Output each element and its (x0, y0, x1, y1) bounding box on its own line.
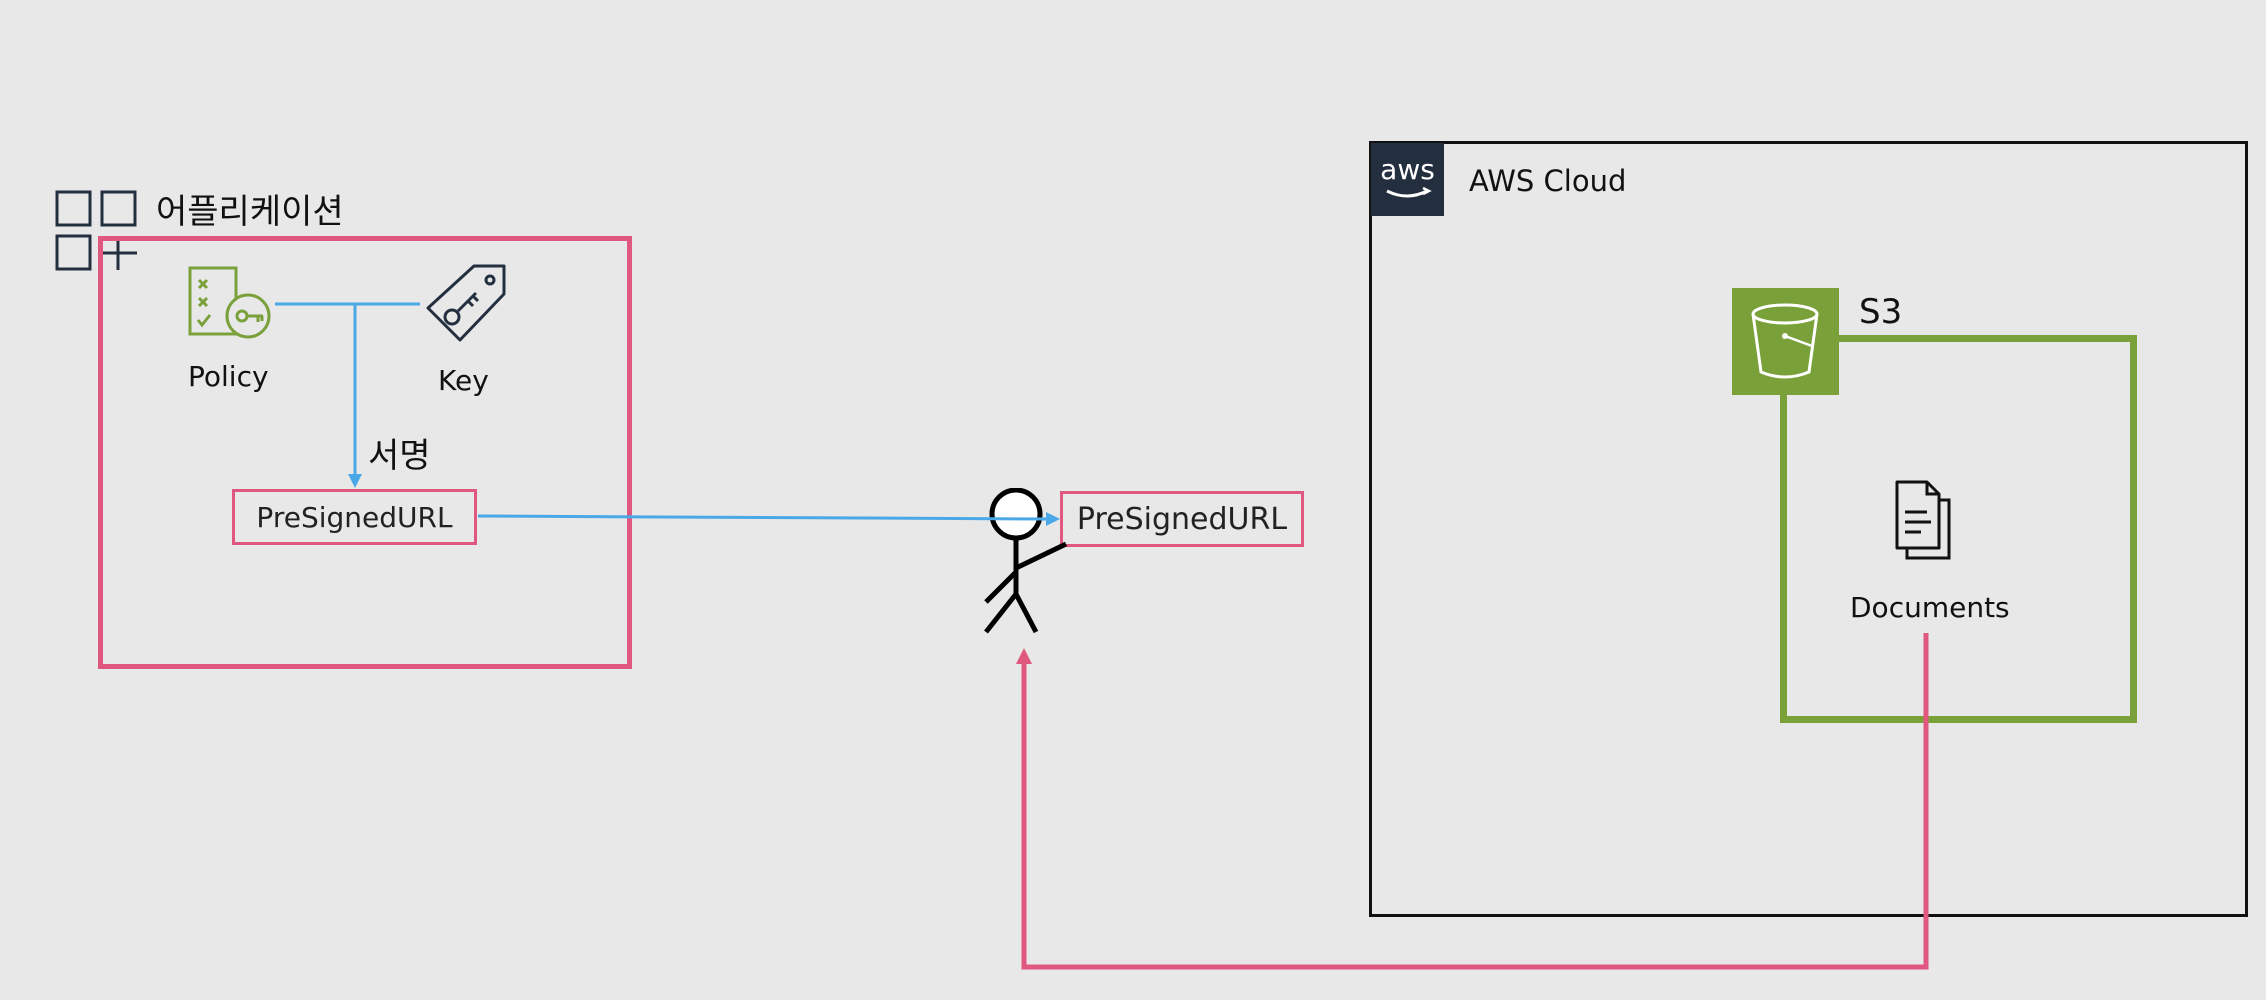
user-presigned-url-box: PreSignedURL (1060, 491, 1304, 547)
documents-icon (1893, 478, 1959, 562)
aws-logo-text: aws (1380, 153, 1435, 186)
key-tag-icon (424, 262, 508, 346)
s3-bucket-icon (1732, 288, 1839, 395)
documents-label: Documents (1850, 591, 2010, 624)
app-presigned-url-box: PreSignedURL (232, 489, 477, 545)
application-title: 어플리케이션 (156, 192, 344, 232)
documents-to-user-path (1021, 633, 1929, 970)
aws-logo-icon: aws (1371, 143, 1444, 216)
policy-icon (186, 266, 272, 342)
sign-label: 서명 (368, 436, 431, 476)
aws-cloud-label: AWS Cloud (1469, 164, 1627, 198)
key-label: Key (438, 364, 489, 397)
app-grid-icon (55, 190, 139, 272)
s3-label: S3 (1859, 292, 1903, 332)
stick-figure-icon (980, 487, 1070, 636)
application-container (98, 236, 632, 669)
s3-container (1780, 335, 2137, 723)
aws-cloud-container (1369, 141, 2248, 917)
policy-label: Policy (188, 360, 269, 393)
url-to-user-arrow (477, 514, 1049, 521)
